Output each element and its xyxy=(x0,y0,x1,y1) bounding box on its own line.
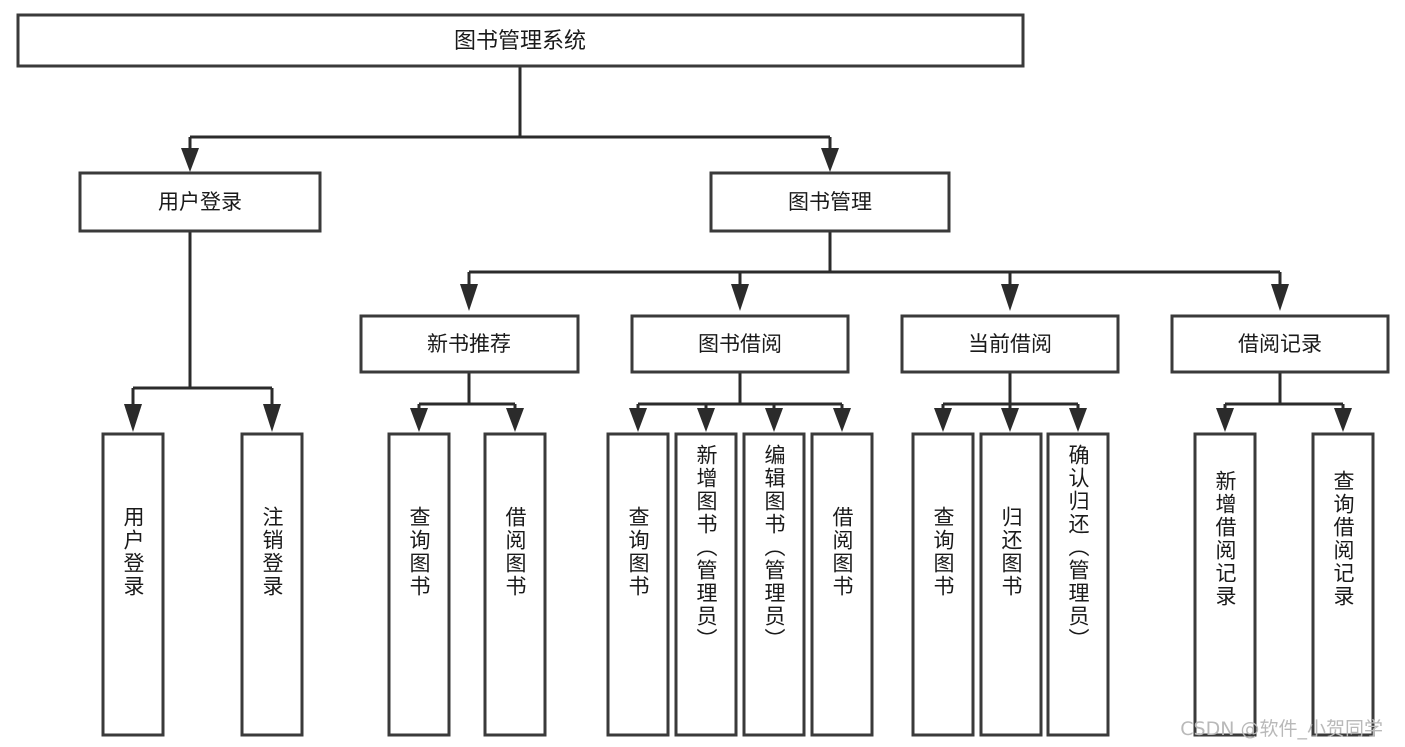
connector-group-bookmgmt xyxy=(460,231,1289,311)
node-borrow-record-label: 借阅记录 xyxy=(1238,332,1322,356)
arrow-head-bookmgmt xyxy=(821,148,839,172)
node-new-book-recommend[interactable]: 新书推荐 xyxy=(359,314,580,374)
connector-group-root xyxy=(181,66,839,172)
leaf-box-record-add[interactable] xyxy=(1193,432,1257,737)
connector-group-userlogin xyxy=(124,231,281,432)
node-current-borrow-box[interactable] xyxy=(900,314,1120,374)
leaf-box-record-query[interactable] xyxy=(1311,432,1375,737)
node-root-box[interactable] xyxy=(16,13,1025,68)
arrow-head-current-borrow xyxy=(1001,284,1019,311)
node-new-book-recommend-box[interactable] xyxy=(359,314,580,374)
node-book-management-box[interactable] xyxy=(709,171,951,233)
leaf-box-user-login[interactable] xyxy=(101,432,165,737)
arrow-head-borrowrecord-leaf1 xyxy=(1216,408,1234,432)
node-user-login[interactable]: 用户登录 xyxy=(78,171,322,233)
arrow-head-currentborrow-leaf1 xyxy=(934,408,952,432)
leaf-box-logout[interactable] xyxy=(240,432,304,737)
node-user-login-label: 用户登录 xyxy=(158,190,242,214)
arrow-head-currentborrow-leaf3 xyxy=(1069,408,1087,432)
connector-group-newbook xyxy=(410,372,524,432)
arrow-head-newbook-leaf2 xyxy=(506,408,524,432)
leaf-box-current-return[interactable] xyxy=(979,432,1043,737)
arrow-head-new-book xyxy=(460,284,478,311)
arrow-head-bookborrow-leaf1 xyxy=(629,408,647,432)
node-user-login-box[interactable] xyxy=(78,171,322,233)
node-root-label: 图书管理系统 xyxy=(454,29,586,54)
node-borrow-record-box[interactable] xyxy=(1170,314,1390,374)
leaf-box-current-confirm[interactable] xyxy=(1046,432,1110,737)
node-current-borrow-label: 当前借阅 xyxy=(968,332,1052,356)
leaf-box-borrow-edit[interactable] xyxy=(742,432,806,737)
arrow-head-borrowrecord-leaf2 xyxy=(1334,408,1352,432)
connector-group-bookborrow xyxy=(629,372,851,432)
node-root[interactable]: 图书管理系统 xyxy=(16,13,1025,68)
node-book-borrow-box[interactable] xyxy=(630,314,850,374)
arrow-head-bookborrow-leaf3 xyxy=(765,408,783,432)
node-current-borrow[interactable]: 当前借阅 xyxy=(900,314,1120,374)
node-new-book-recommend-label: 新书推荐 xyxy=(427,332,511,356)
arrow-head-userlogin xyxy=(181,148,199,172)
arrow-head-bookborrow-leaf2 xyxy=(697,408,715,432)
arrow-head-newbook-leaf1 xyxy=(410,408,428,432)
arrow-head-bookborrow-leaf4 xyxy=(833,408,851,432)
leaf-box-current-query[interactable] xyxy=(911,432,975,737)
leaf-box-newbook-borrow[interactable] xyxy=(483,432,547,737)
arrow-head-leaf-user-login xyxy=(124,404,142,432)
leaf-box-borrow-lend[interactable] xyxy=(810,432,874,737)
leaf-box-borrow-query[interactable] xyxy=(606,432,670,737)
arrow-head-borrow-record xyxy=(1271,284,1289,311)
connector-group-currentborrow xyxy=(934,372,1087,432)
node-book-borrow[interactable]: 图书借阅 xyxy=(630,314,850,374)
leaf-box-borrow-add[interactable] xyxy=(674,432,738,737)
arrow-head-book-borrow xyxy=(731,284,749,311)
node-book-management[interactable]: 图书管理 xyxy=(709,171,951,233)
node-book-borrow-label: 图书借阅 xyxy=(698,332,782,356)
arrow-head-leaf-logout xyxy=(263,404,281,432)
arrow-head-currentborrow-leaf2 xyxy=(1001,408,1019,432)
node-book-management-label: 图书管理 xyxy=(788,190,872,214)
connector-group-borrowrecord xyxy=(1216,372,1352,432)
node-borrow-record[interactable]: 借阅记录 xyxy=(1170,314,1390,374)
leaf-box-newbook-query[interactable] xyxy=(387,432,451,737)
